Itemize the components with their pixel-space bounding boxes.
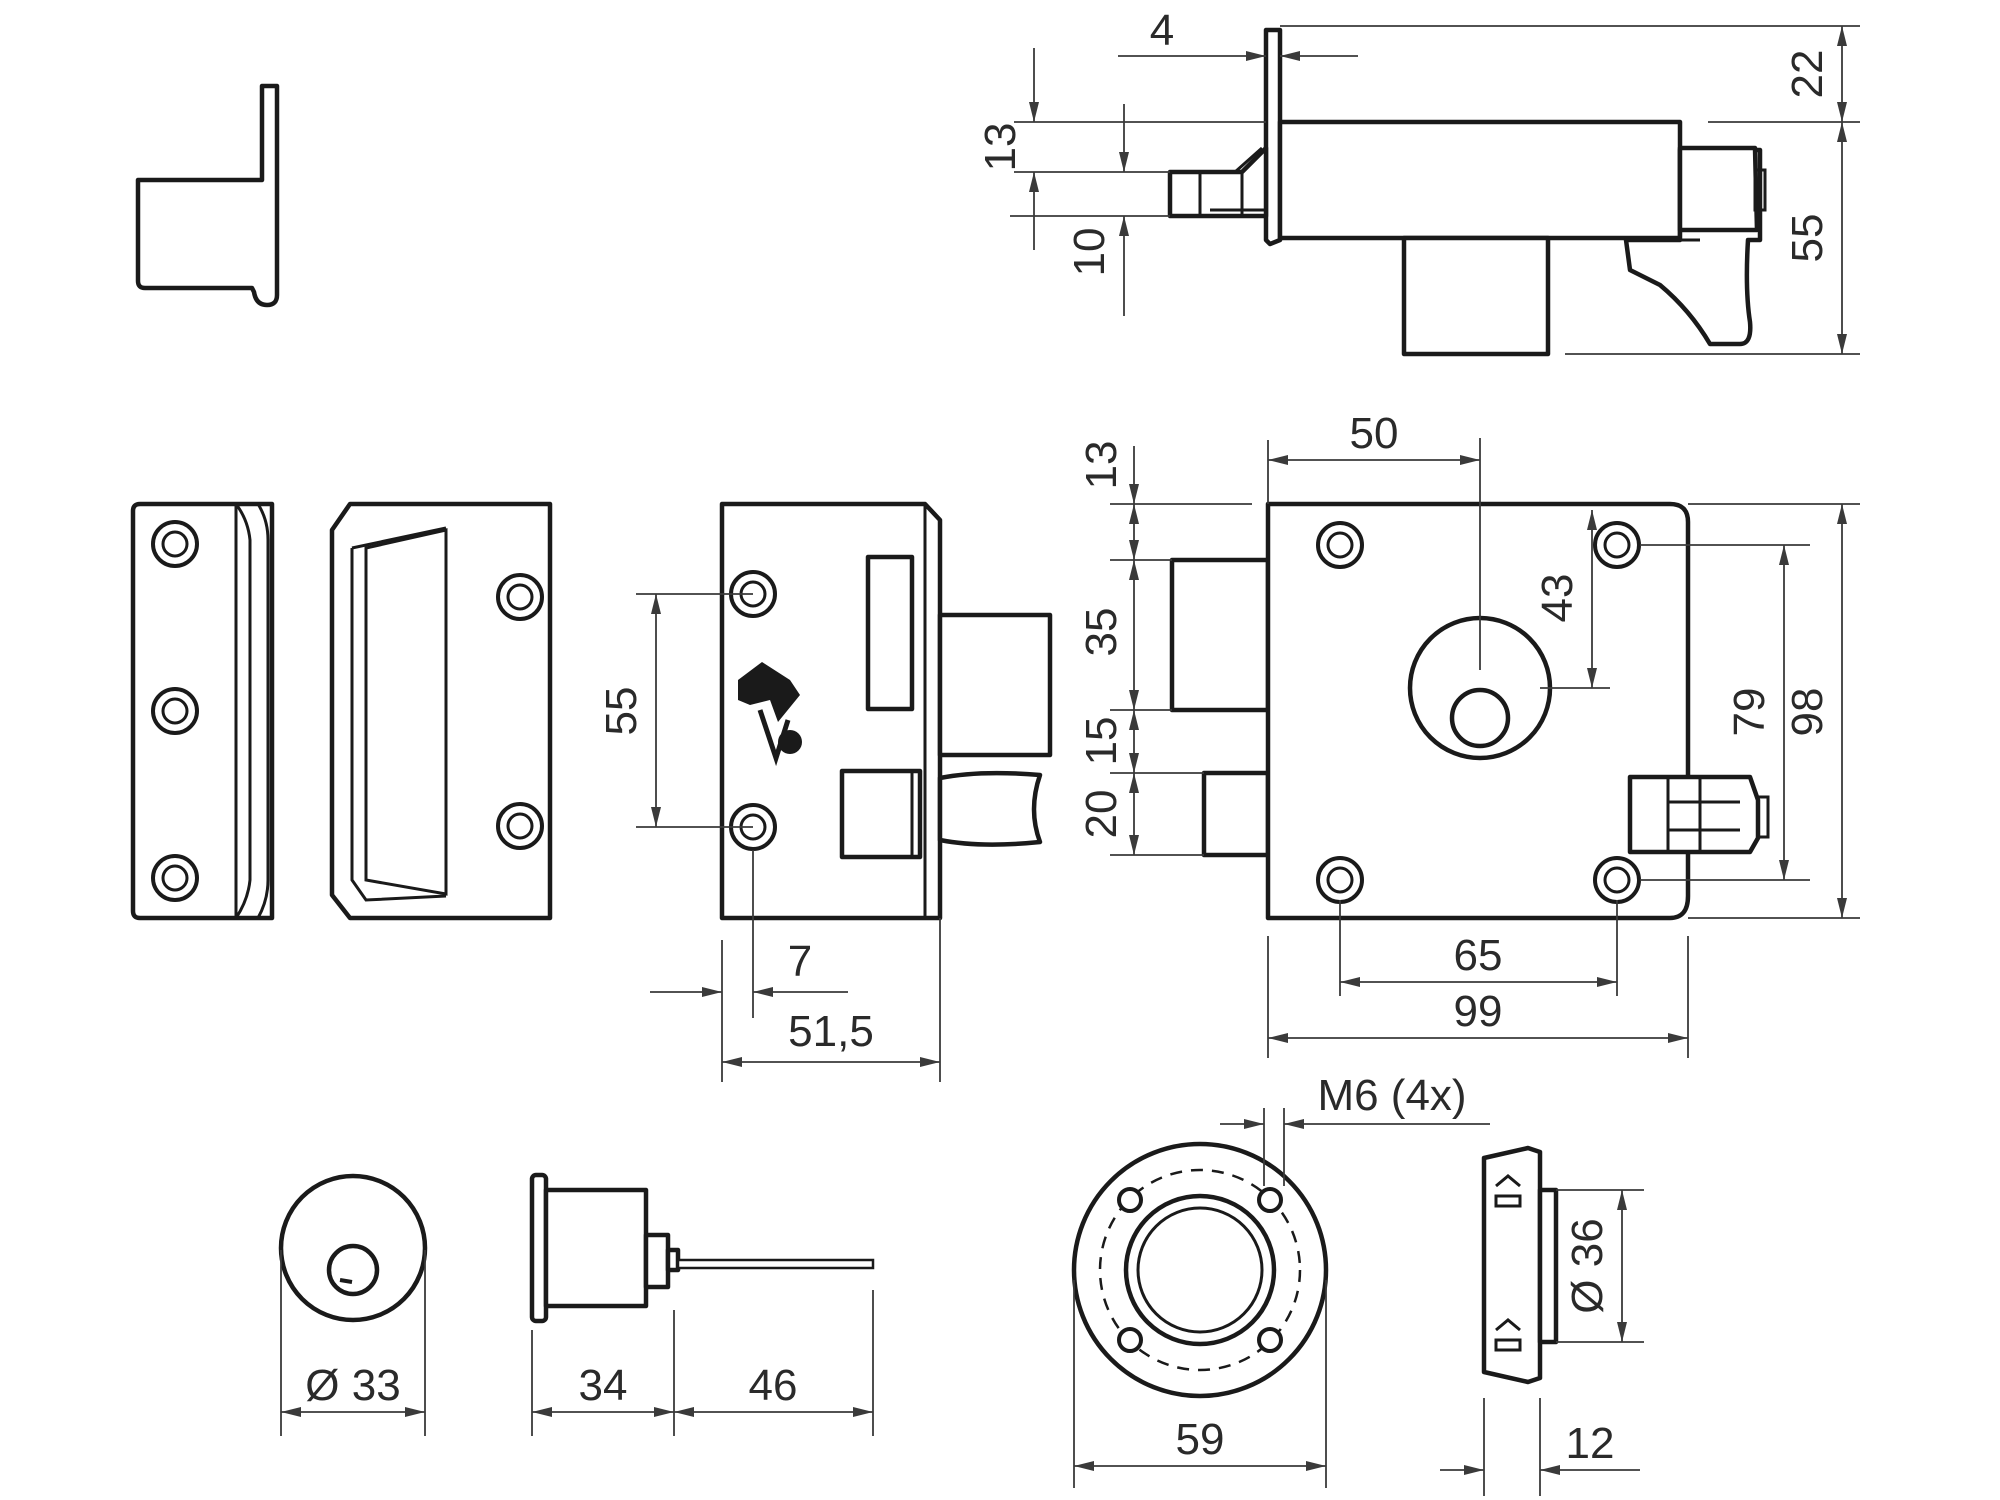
l-bracket-side-view: [135, 83, 280, 308]
side-view-dimensions: 22 55 4 13 10: [976, 6, 1860, 355]
brand-logo: [738, 662, 802, 767]
cylinder-face-diameter-label: Ø 33: [305, 1361, 400, 1410]
back-total-height-label: 98: [1783, 688, 1832, 737]
rosette-side-view: Ø 36 12: [1440, 1145, 1644, 1496]
back-bolt-height-label: 35: [1077, 608, 1126, 657]
back-cylinder-x-label: 50: [1350, 409, 1399, 458]
lock-back-view: [1169, 501, 1770, 921]
back-screw-horizontal-label: 65: [1454, 931, 1503, 980]
back-latch-height-label: 20: [1077, 790, 1126, 839]
back-screw-vertical-label: 79: [1725, 688, 1774, 737]
cylinder-face-view: Ø 33: [278, 1173, 428, 1436]
rosette-inner-diameter-label: Ø 36: [1563, 1218, 1612, 1313]
cylinder-side-view: 34 46: [529, 1172, 875, 1436]
keeper-plate-angled: [329, 501, 553, 921]
lock-side-view: [1167, 27, 1767, 357]
rosette-diameter-label: 59: [1176, 1415, 1225, 1464]
back-total-width-label: 99: [1454, 987, 1503, 1036]
rosette-depth-label: 12: [1566, 1419, 1615, 1468]
cylinder-length-label: 34: [579, 1361, 628, 1410]
rosette-front-view: M6 (4x) 59: [1071, 1071, 1490, 1488]
rosette-thread-label: M6 (4x): [1317, 1071, 1466, 1120]
front-view-dimensions: 55 7 51,5: [597, 593, 941, 1082]
front-screw-spacing-label: 55: [597, 687, 646, 736]
front-depth-label: 51,5: [788, 1007, 874, 1056]
back-view-dimensions: 13 35 15 20 50 43 79 98 65 99: [1077, 409, 1860, 1058]
side-bolt-height-label: 10: [1065, 228, 1114, 277]
lock-front-view: [719, 501, 1053, 921]
side-top-offset-label: 22: [1783, 50, 1832, 99]
side-bolt-top-label: 13: [976, 123, 1025, 172]
side-height-label: 55: [1783, 214, 1832, 263]
back-cylinder-y-label: 43: [1533, 574, 1582, 623]
side-bolt-offset-label: 4: [1150, 6, 1174, 55]
front-edge-offset-label: 7: [788, 937, 812, 986]
keeper-plate-front: [130, 501, 275, 921]
tailpiece-length-label: 46: [749, 1361, 798, 1410]
back-top-gap-label: 13: [1077, 441, 1126, 490]
back-bolt-gap-label: 15: [1077, 717, 1126, 766]
